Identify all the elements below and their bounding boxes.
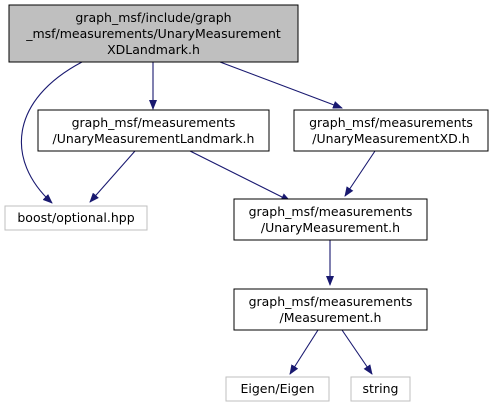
node-unary-measurement[interactable]: graph_msf/measurements /UnaryMeasurement… (233, 198, 428, 241)
node-eigen-label: Eigen/Eigen (240, 381, 314, 396)
node-optional-label: boost/optional.hpp (17, 210, 134, 225)
node-root-line-3: XDLandmark.h (107, 42, 200, 57)
edge-measurement-to-eigen (289, 329, 319, 375)
node-root-line-1: graph_msf/include/graph (75, 10, 231, 25)
node-landmark-line-2: /UnaryMeasurementLandmark.h (53, 131, 255, 146)
node-measurement-line-2: /Measurement.h (280, 310, 382, 325)
node-xd-line-2: /UnaryMeasurementXD.h (312, 131, 469, 146)
node-measurement-line-1: graph_msf/measurements (249, 294, 413, 309)
node-unary-line-1: graph_msf/measurements (249, 204, 413, 219)
node-root-header[interactable]: graph_msf/include/graph _msf/measurement… (8, 4, 299, 63)
edge-measurement-to-string (341, 329, 373, 375)
node-unary-measurement-landmark[interactable]: graph_msf/measurements /UnaryMeasurement… (37, 109, 270, 152)
edge-landmark-to-optional (89, 150, 136, 203)
node-unary-line-2: /UnaryMeasurement.h (261, 220, 400, 235)
node-unary-measurement-xd[interactable]: graph_msf/measurements /UnaryMeasurement… (293, 109, 489, 152)
node-xd-line-1: graph_msf/measurements (309, 115, 473, 130)
node-landmark-line-1: graph_msf/measurements (72, 115, 236, 130)
node-string-label: string (363, 381, 399, 396)
node-eigen[interactable]: Eigen/Eigen (225, 376, 330, 402)
node-measurement[interactable]: graph_msf/measurements /Measurement.h (233, 288, 428, 331)
node-root-line-2: _msf/measurements/UnaryMeasurement (25, 26, 281, 41)
node-string[interactable]: string (350, 376, 411, 402)
edge-root-to-xd (219, 61, 343, 109)
edge-xd-to-unary (344, 150, 376, 197)
node-boost-optional[interactable]: boost/optional.hpp (4, 205, 148, 231)
edge-root-to-optional (20, 61, 83, 204)
edge-landmark-to-unary (189, 150, 291, 202)
